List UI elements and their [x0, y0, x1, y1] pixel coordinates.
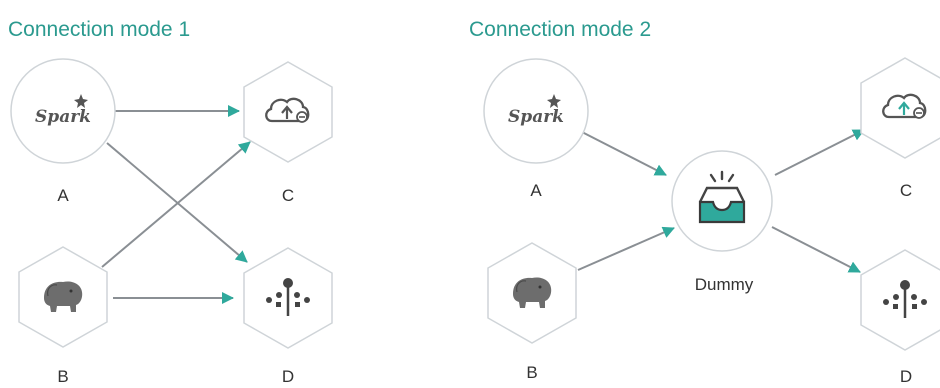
cloud-upload-icon [265, 97, 310, 123]
edge-dummy-to-d [771, 226, 861, 273]
node-b-label: B [526, 363, 537, 382]
panel-connection-mode-1: Connection mode 1 Spark A B [8, 18, 333, 386]
edge-a-to-dummy [579, 130, 667, 176]
edge-b-to-dummy [577, 226, 675, 271]
panel-connection-mode-2: Connection mode 2 Spark A B [469, 18, 940, 386]
node-b-label: B [57, 367, 68, 386]
node-a-label: A [530, 181, 542, 200]
spark-logo-icon: Spark [35, 94, 91, 127]
node-c [243, 61, 333, 163]
spark-logo-icon: Spark [508, 94, 564, 127]
node-d [243, 247, 333, 349]
node-c-label: C [900, 181, 912, 200]
node-c [860, 57, 940, 159]
edge-dummy-to-c [774, 129, 865, 176]
network-tree-icon [266, 278, 310, 316]
svg-text:Spark: Spark [35, 107, 91, 127]
node-b [18, 246, 108, 348]
edge-b-to-c [101, 141, 251, 268]
inbox-tray-icon [698, 170, 746, 224]
node-a-label: A [57, 186, 69, 205]
node-a: Spark [10, 58, 116, 164]
panel-title: Connection mode 2 [469, 18, 651, 41]
cloud-upload-icon [882, 93, 927, 119]
network-tree-icon [883, 280, 927, 318]
hadoop-elephant-icon [513, 277, 552, 308]
svg-text:Spark: Spark [508, 107, 564, 127]
node-dummy-label: Dummy [695, 275, 754, 294]
node-dummy [671, 150, 773, 252]
node-d-label: D [900, 367, 912, 386]
node-a: Spark [483, 58, 589, 164]
panel-title: Connection mode 1 [8, 18, 190, 41]
node-b [487, 242, 577, 344]
node-c-label: C [282, 186, 294, 205]
node-d-label: D [282, 367, 294, 386]
node-d [860, 249, 940, 351]
hadoop-elephant-icon [44, 281, 83, 312]
